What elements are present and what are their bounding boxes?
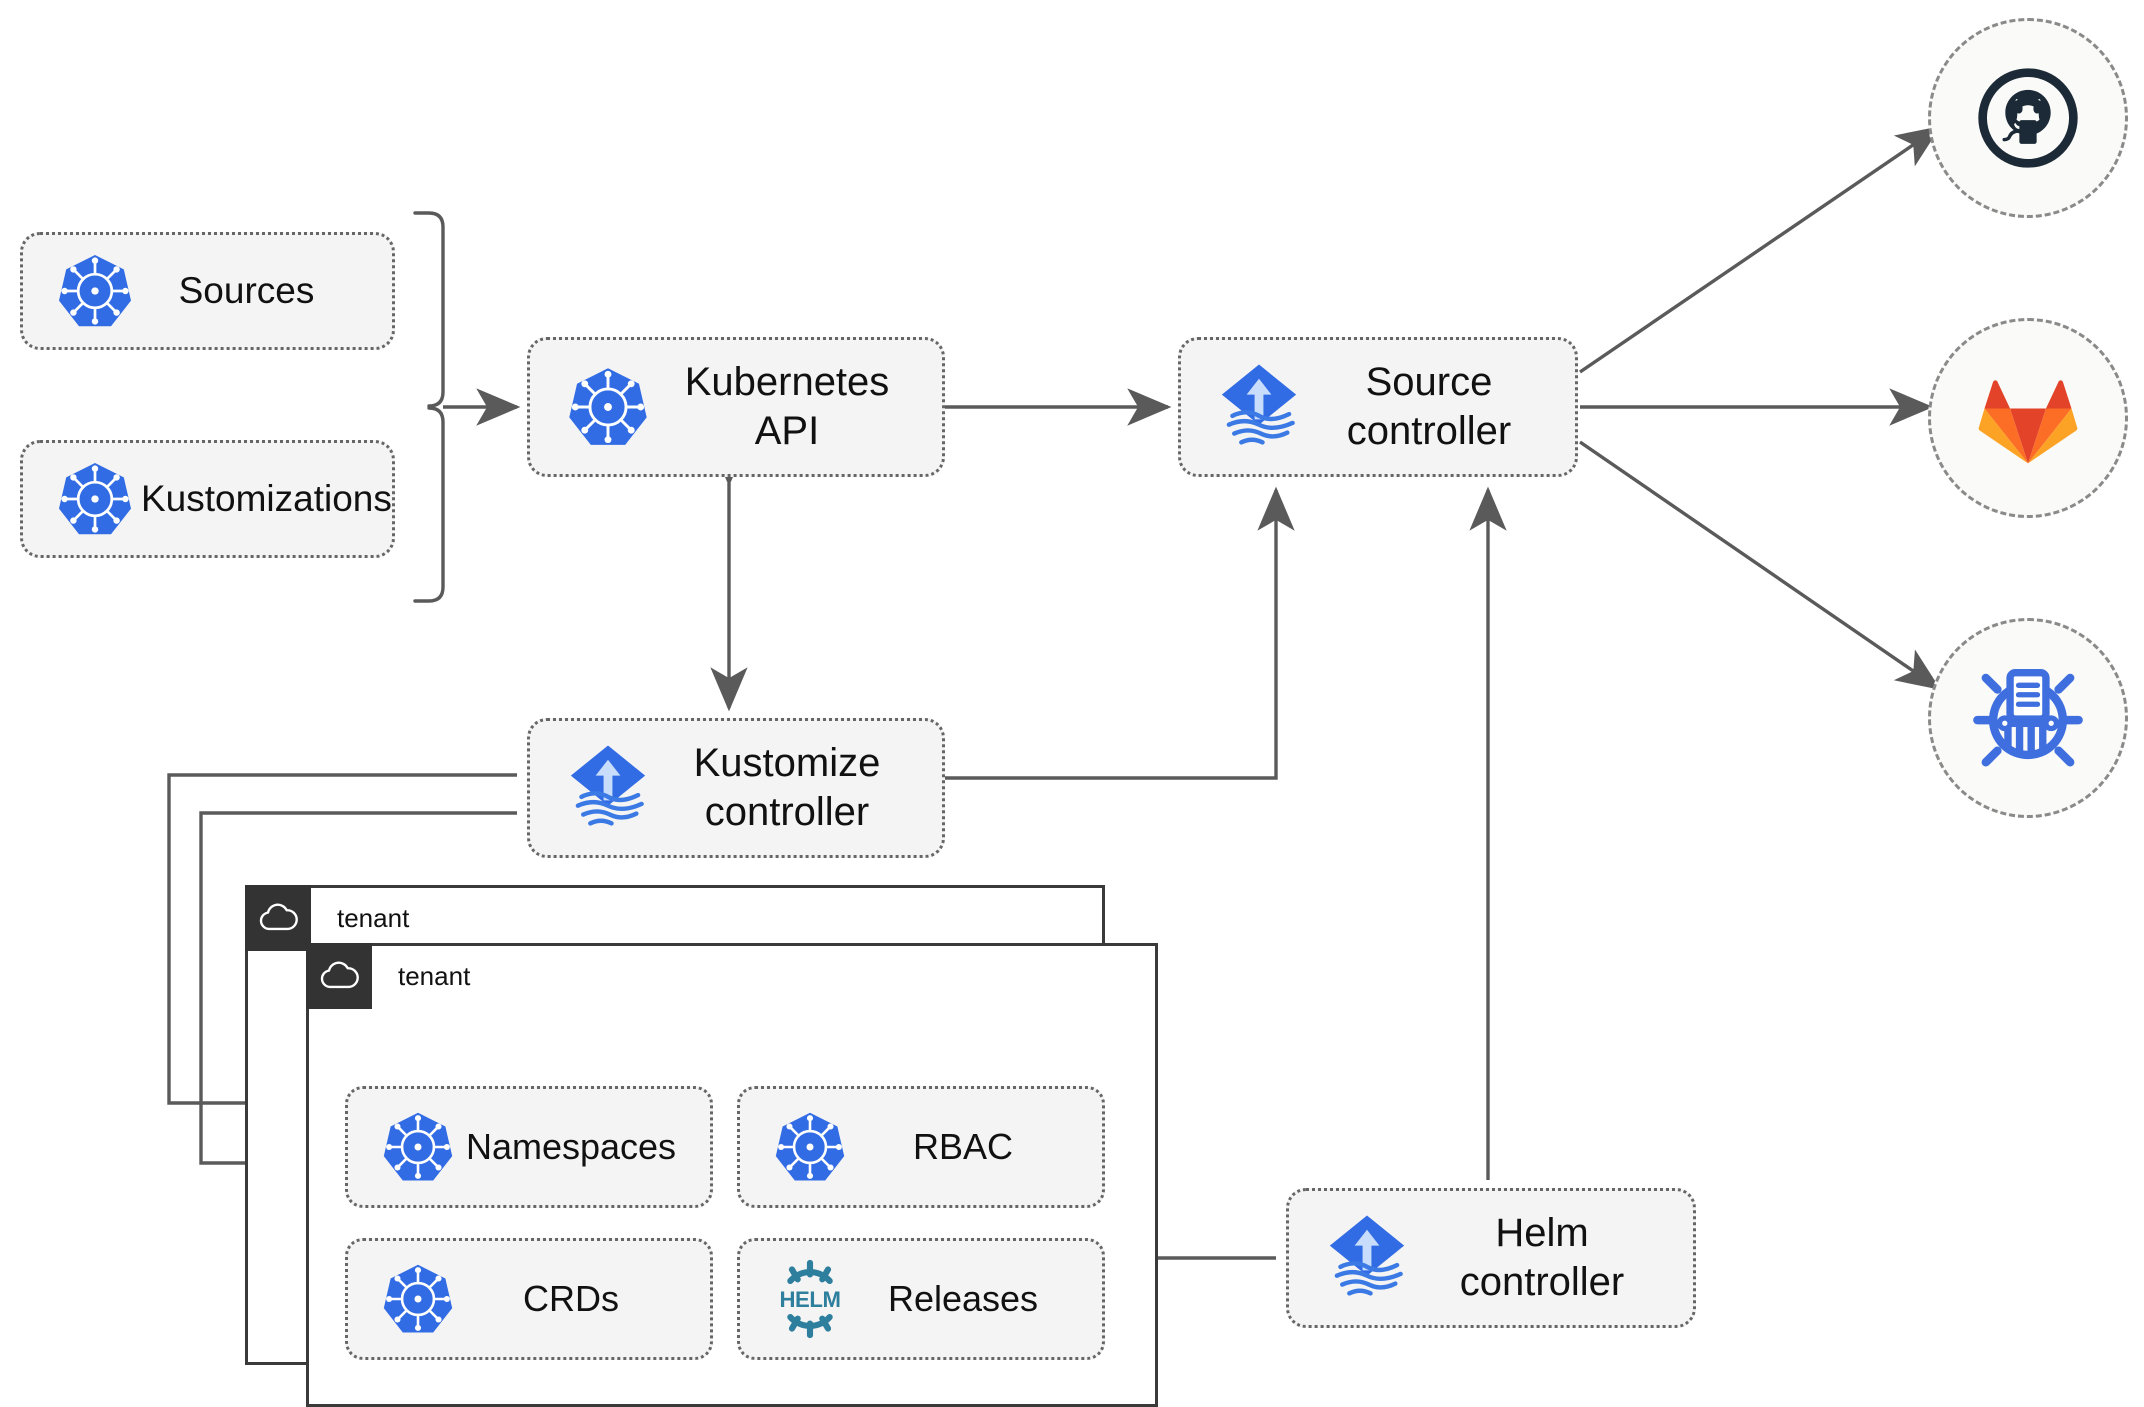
node-label: Kubernetes API [684, 360, 890, 453]
kubernetes-icon [558, 364, 658, 450]
resource-label: Kustomizations [141, 478, 392, 520]
resource-label: Sources [178, 270, 315, 312]
tenant-header-1: tenant [245, 885, 409, 951]
gitlab-icon [1978, 380, 2078, 464]
node-kubernetes-api[interactable]: Kubernetes API [527, 337, 945, 477]
kubernetes-icon [766, 1109, 854, 1185]
svg-text:HELM: HELM [779, 1287, 840, 1312]
cloud-icon [245, 885, 311, 951]
kubernetes-icon [49, 459, 141, 539]
helm-repository-icon [1973, 668, 2083, 767]
node-helm-controller[interactable]: Helm controller [1286, 1188, 1696, 1328]
edge-source-to-github [1579, 126, 1941, 374]
tenant-resource-releases[interactable]: HELM Releases [737, 1238, 1105, 1360]
node-label: Source controller [1346, 360, 1512, 453]
resource-box-sources[interactable]: Sources [20, 232, 395, 350]
helm-icon: HELM [766, 1258, 854, 1340]
resource-label: RBAC [912, 1126, 1014, 1167]
edge-kustomize-to-source [945, 486, 1295, 780]
tenant-frame-2[interactable]: tenant [306, 943, 1158, 1407]
tenant-label: tenant [398, 960, 471, 991]
node-source-controller[interactable]: Source controller [1178, 337, 1578, 477]
edge-source-to-helm-repository [1579, 440, 1941, 690]
tenant-label: tenant [337, 902, 410, 933]
provider-github[interactable] [1928, 18, 2128, 218]
tenant-header-2: tenant [306, 943, 470, 1009]
resource-box-kustomizations[interactable]: Kustomizations [20, 440, 395, 558]
github-icon [1978, 68, 2078, 168]
bracket-upper [413, 211, 445, 408]
resource-label: Namespaces [465, 1126, 677, 1167]
kubernetes-icon [49, 251, 141, 331]
provider-helm-repository[interactable] [1928, 618, 2128, 818]
tenant-resource-crds[interactable]: CRDs [345, 1238, 713, 1360]
provider-gitlab[interactable] [1928, 318, 2128, 518]
resource-label: Releases [887, 1278, 1039, 1319]
resource-label: CRDs [523, 1278, 619, 1319]
kubernetes-icon [374, 1261, 462, 1337]
cloud-icon [306, 943, 372, 1009]
flux-icon [1317, 1212, 1417, 1304]
node-label: Kustomize controller [693, 741, 881, 834]
tenant-resource-rbac[interactable]: RBAC [737, 1086, 1105, 1208]
flux-icon [1209, 361, 1309, 453]
node-kustomize-controller[interactable]: Kustomize controller [527, 718, 945, 858]
tenant-resource-namespaces[interactable]: Namespaces [345, 1086, 713, 1208]
node-label: Helm controller [1459, 1211, 1625, 1304]
kubernetes-icon [374, 1109, 462, 1185]
flux-icon [558, 742, 658, 834]
